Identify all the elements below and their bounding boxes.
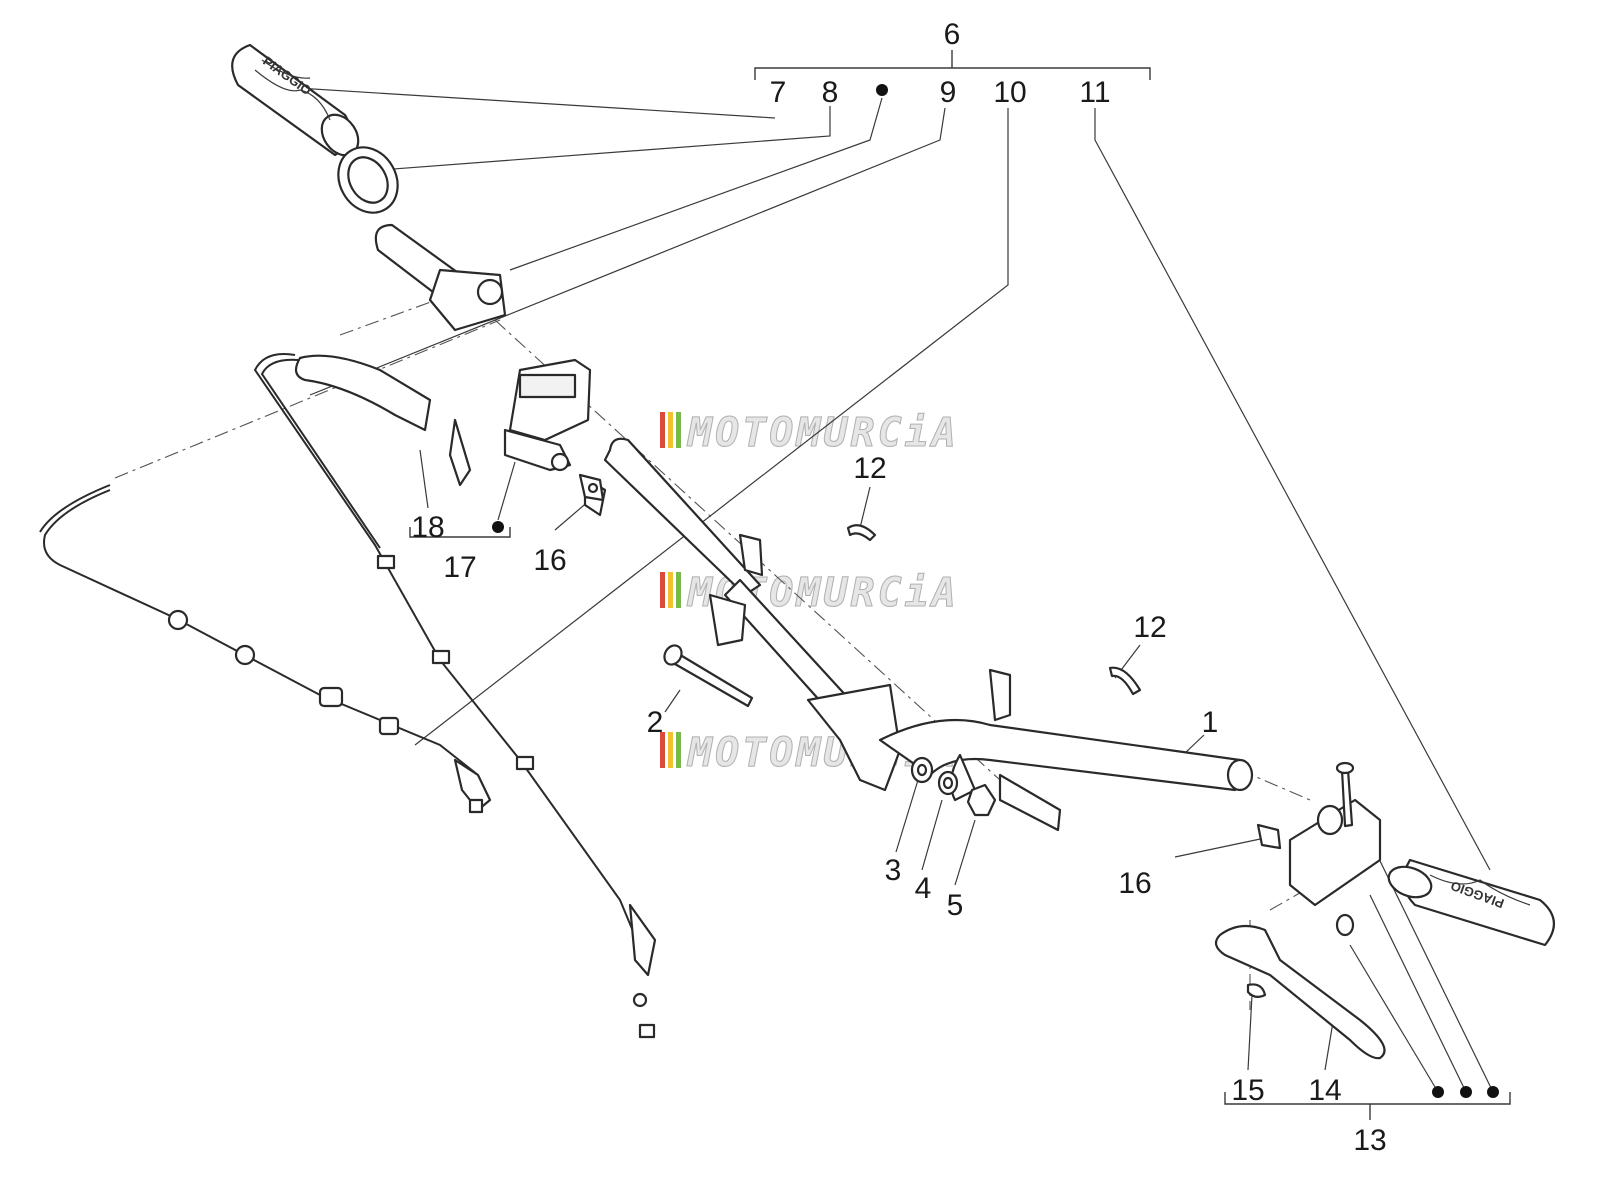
label-4: 4	[915, 872, 932, 905]
part-cable-diagonal	[253, 353, 657, 1039]
label-16a: 16	[533, 544, 566, 577]
part-throttle-tube	[374, 223, 507, 332]
bracket-6	[754, 50, 1151, 80]
label-7: 7	[770, 76, 787, 109]
label-10: 10	[993, 76, 1026, 109]
label-2: 2	[647, 706, 664, 739]
label-12b: 12	[1133, 611, 1166, 644]
label-14: 14	[1308, 1074, 1341, 1107]
part-clip-b	[1108, 666, 1142, 696]
label-1: 1	[1202, 706, 1219, 739]
part-grip-right: PIAGGIO	[1387, 858, 1555, 947]
watermark-1: MOTOMURCiA	[660, 410, 959, 457]
watermark-text: MOTOMURCiA	[686, 410, 959, 456]
label-8: 8	[822, 76, 839, 109]
watermark-2: MOTOMURCiA	[660, 570, 956, 617]
part-right-lever	[1214, 761, 1386, 1060]
axis-lines	[114, 294, 1341, 1010]
label-9: 9	[940, 76, 957, 109]
bracket-17	[409, 527, 511, 538]
part-ring	[337, 146, 399, 214]
label-6: 6	[944, 18, 961, 51]
part-washer-4	[937, 770, 959, 796]
part-grip-left: PIAGGIO	[231, 43, 360, 157]
part-washer-3	[910, 756, 934, 784]
dot-markers	[492, 84, 1499, 1098]
part-handlebar	[603, 437, 1254, 832]
part-clip-a	[846, 524, 877, 542]
label-11: 11	[1079, 76, 1110, 109]
label-16b: 16	[1118, 867, 1151, 900]
part-nut-5	[966, 783, 997, 817]
part-labels: 6 7 8 9 10 11 12 12 18 17 16 2 1 16 3 4 …	[411, 18, 1386, 1157]
label-12a: 12	[853, 452, 886, 485]
label-3: 3	[885, 854, 902, 887]
label-17: 17	[443, 551, 476, 584]
part-bolt	[663, 644, 754, 708]
part-switch-b	[1256, 823, 1282, 850]
part-master-cylinder	[294, 354, 607, 517]
bracket-13	[1224, 1092, 1511, 1120]
part-cable-left	[39, 484, 492, 814]
leader-lines	[249, 84, 1494, 1093]
label-18: 18	[411, 511, 444, 544]
part-switch-a	[578, 473, 605, 502]
label-5: 5	[947, 889, 964, 922]
label-15: 15	[1231, 1074, 1264, 1107]
label-13: 13	[1353, 1124, 1386, 1157]
